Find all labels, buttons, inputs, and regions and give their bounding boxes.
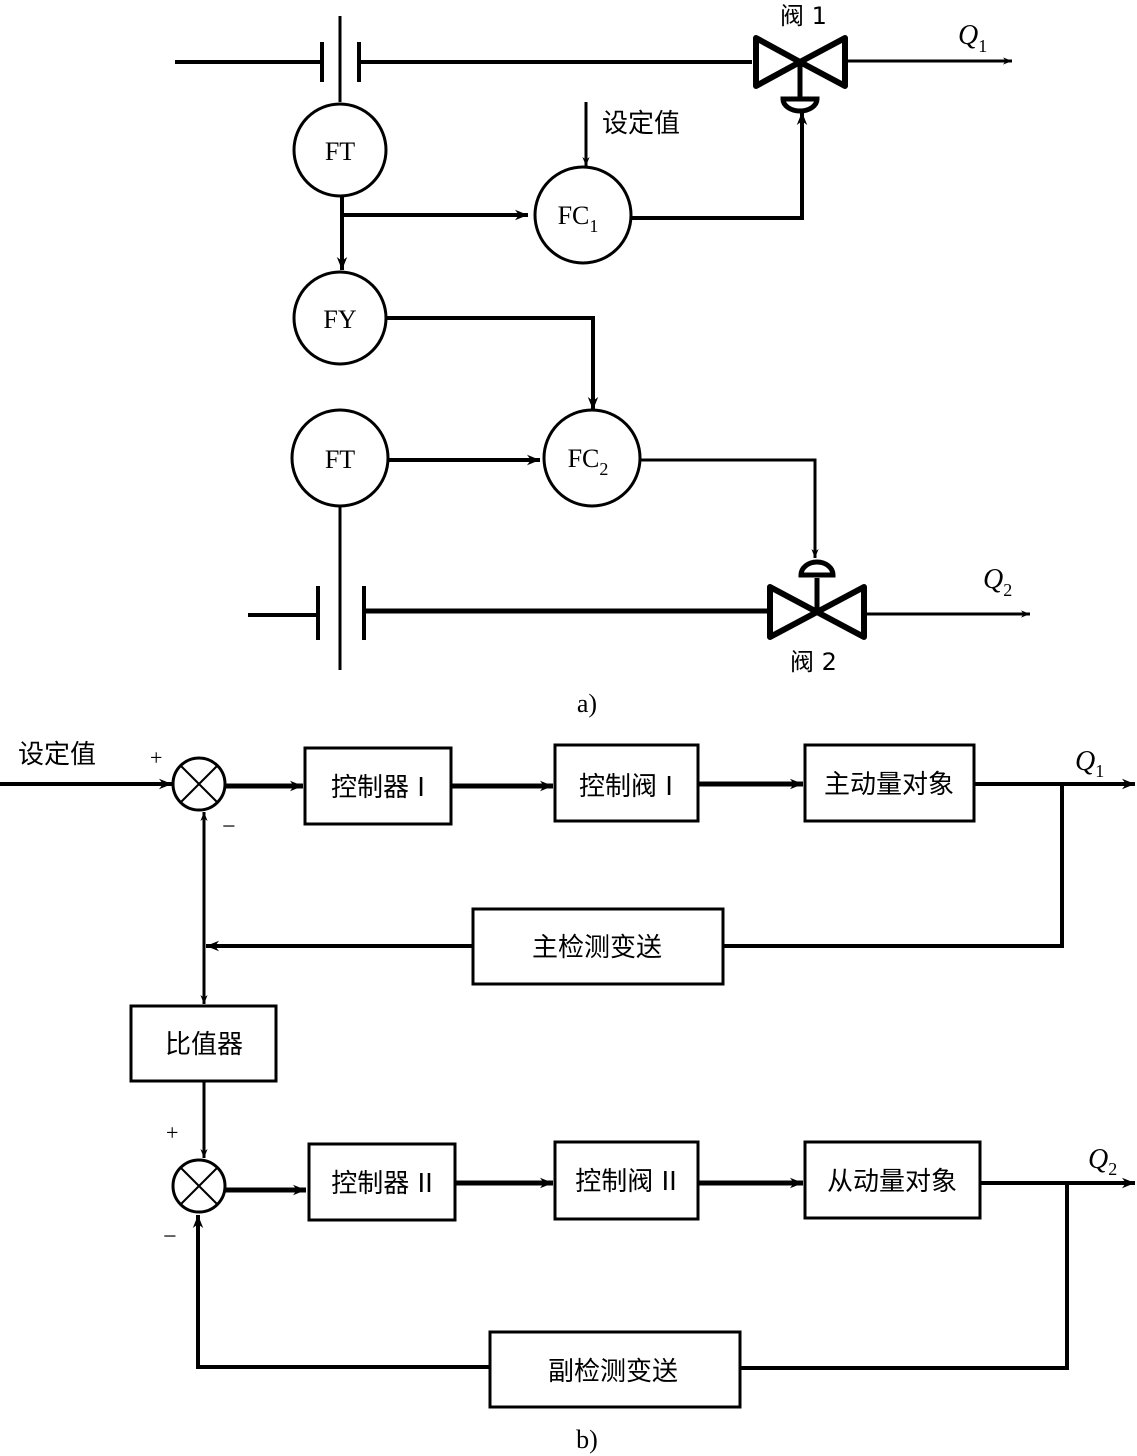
fy-label: FY [323, 305, 356, 334]
fc1-label: FC1 [558, 201, 599, 236]
valve-1-label: 阀 1 [780, 2, 827, 30]
block-slave-transmitter-label: 副检测变送 [548, 1357, 678, 1387]
block-slave-object-label: 从动量对象 [827, 1167, 957, 1197]
summing-junction-2 [171, 1158, 227, 1214]
fc2-label: FC2 [568, 444, 609, 479]
block-valve-2-label: 控制阀 II [575, 1167, 677, 1197]
ft-top-label: FT [325, 137, 355, 166]
plus-sign-top: + [150, 745, 162, 770]
block-master-object-label: 主动量对象 [824, 770, 954, 800]
block-controller-1-label: 控制器 I [331, 773, 425, 803]
plus-sign-bottom: + [166, 1120, 178, 1145]
summing-junction-1 [171, 756, 227, 812]
diagram-a: 阀 1 Q1 FT 设定值 FC1 FY FT FC2 [175, 2, 1030, 718]
q2-label-a: Q2 [983, 564, 1012, 600]
valve-1 [753, 35, 848, 114]
setpoint-label-b: 设定值 [18, 740, 96, 770]
fc1-bubble [533, 165, 633, 265]
valve-2 [767, 559, 867, 640]
block-valve-1-label: 控制阀 I [579, 772, 673, 802]
ft-bottom-label: FT [325, 445, 355, 474]
block-controller-2-label: 控制器 II [331, 1169, 433, 1199]
caption-b: b) [576, 1425, 598, 1454]
block-slave-object [803, 1140, 982, 1220]
diagram-b: 设定值 + − 控制器 I 控制阀 I 主动量对象 Q1 主检测变送 [0, 740, 1135, 1454]
pipe-q1 [175, 16, 1012, 102]
setpoint-label-a: 设定值 [602, 109, 680, 139]
q1-label-a: Q1 [958, 20, 987, 56]
valve-2-label: 阀 2 [790, 648, 837, 676]
block-ratio-label: 比值器 [165, 1030, 243, 1060]
block-master-transmitter-label: 主检测变送 [532, 933, 662, 963]
block-slave-transmitter [488, 1330, 742, 1409]
q1-label-b: Q1 [1075, 746, 1104, 781]
fc2-bubble [542, 408, 642, 508]
caption-a: a) [577, 689, 597, 718]
minus-sign-top: − [222, 814, 236, 840]
minus-sign-bottom: − [163, 1224, 177, 1250]
q2-label-b: Q2 [1088, 1144, 1117, 1179]
pipe-q2 [248, 506, 1030, 670]
